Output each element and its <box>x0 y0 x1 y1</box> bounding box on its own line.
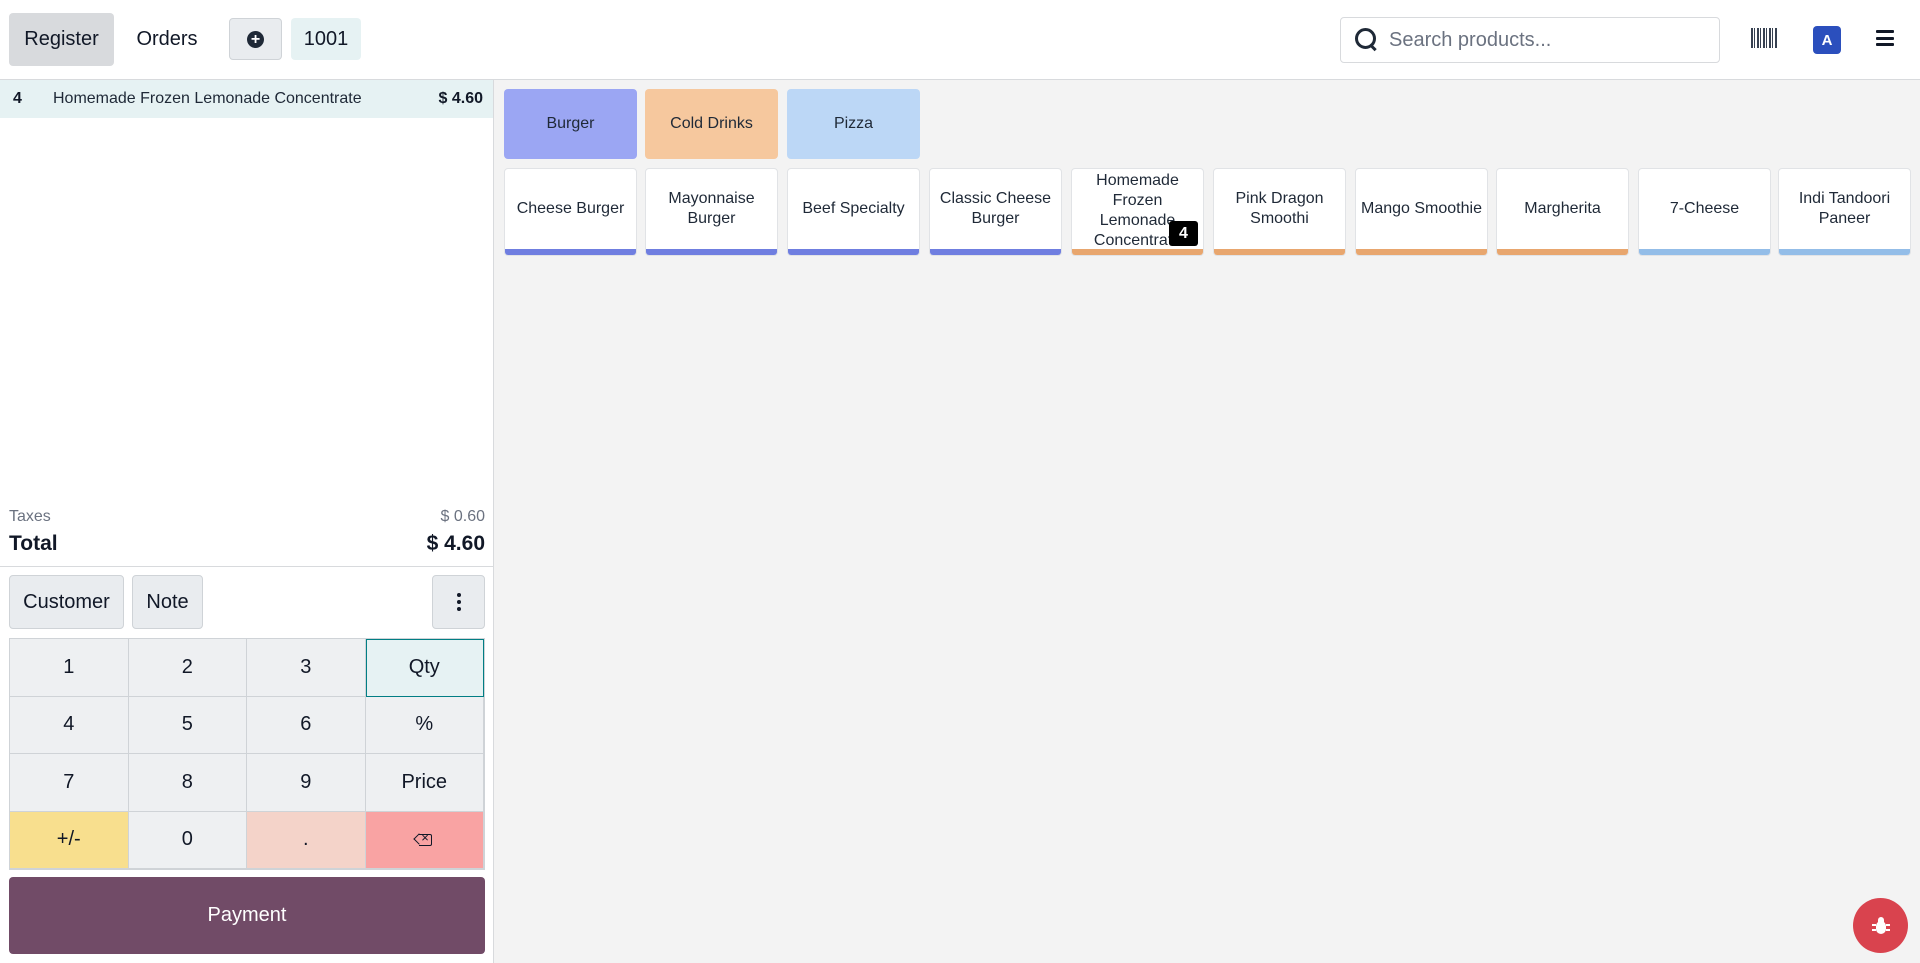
product-name: Indi Tandoori Paneer <box>1798 190 1891 227</box>
numpad-key-0[interactable]: 0 <box>128 811 247 869</box>
numpad-mode-qty[interactable]: Qty <box>365 639 484 697</box>
numpad-key-4[interactable]: 4 <box>10 696 129 754</box>
payment-button[interactable]: Payment <box>9 877 485 954</box>
order-line-name: Homemade Frozen Lemonade Concentrate <box>53 90 362 107</box>
numpad-key-9[interactable]: 9 <box>247 754 366 812</box>
orders-tab[interactable]: Orders <box>136 28 198 50</box>
taxes-value: $ 0.60 <box>440 508 485 525</box>
order-tab-1001[interactable]: 1001 <box>291 18 361 60</box>
category-pizza[interactable]: Pizza <box>787 89 920 159</box>
taxes-label: Taxes <box>9 508 51 525</box>
numpad-backspace-button[interactable] <box>365 811 484 869</box>
product-name: Mango Smoothie <box>1361 200 1482 217</box>
numpad-key-1[interactable]: 1 <box>10 639 129 697</box>
order-line-qty: 4 <box>13 90 22 107</box>
product-name: Margherita <box>1524 200 1601 217</box>
total-row: Total $ 4.60 <box>9 532 485 556</box>
product-card[interactable]: Cheese Burger <box>504 168 637 256</box>
top-navbar: Register Orders + 1001 A <box>0 0 1920 80</box>
product-card[interactable]: Homemade Frozen Lemonade Concentrate 4 <box>1071 168 1204 256</box>
product-name: Homemade Frozen Lemonade Concentrate <box>1093 172 1182 249</box>
numpad-mode-discount[interactable]: % <box>365 696 484 754</box>
taxes-row: Taxes $ 0.60 <box>9 508 485 526</box>
product-card[interactable]: Classic Cheese Burger <box>929 168 1062 256</box>
product-name: Pink Dragon Smoothi <box>1235 190 1324 227</box>
product-card[interactable]: Pink Dragon Smoothi <box>1213 168 1346 256</box>
numpad: 1 2 3 Qty 4 5 6 % 7 8 9 Price +/- 0 . <box>9 638 485 870</box>
debug-button[interactable] <box>1853 898 1908 953</box>
customer-button[interactable]: Customer <box>9 575 124 629</box>
product-card[interactable]: Indi Tandoori Paneer <box>1778 168 1911 256</box>
product-card[interactable]: 7-Cheese <box>1638 168 1771 256</box>
numpad-key-3[interactable]: 3 <box>247 639 366 697</box>
product-name: Cheese Burger <box>516 200 625 217</box>
kebab-menu-icon <box>456 593 461 611</box>
product-name: 7-Cheese <box>1669 200 1740 217</box>
product-card[interactable]: Mango Smoothie <box>1355 168 1488 256</box>
note-button[interactable]: Note <box>132 575 203 629</box>
order-line[interactable]: 4 Homemade Frozen Lemonade Concentrate $… <box>0 80 493 118</box>
numpad-key-6[interactable]: 6 <box>247 696 366 754</box>
user-avatar[interactable]: A <box>1813 26 1841 54</box>
product-name: Mayonnaise Burger <box>668 190 755 227</box>
product-card[interactable]: Beef Specialty <box>787 168 920 256</box>
numpad-key-sign[interactable]: +/- <box>10 811 129 869</box>
product-qty-badge: 4 <box>1169 221 1198 246</box>
barcode-icon[interactable] <box>1751 28 1777 48</box>
product-name: Classic Cheese Burger <box>939 190 1052 227</box>
numpad-key-7[interactable]: 7 <box>10 754 129 812</box>
new-order-button[interactable]: + <box>229 18 282 60</box>
hamburger-menu-icon[interactable] <box>1876 30 1894 46</box>
numpad-key-2[interactable]: 2 <box>128 639 247 697</box>
total-label: Total <box>9 532 58 555</box>
category-burger[interactable]: Burger <box>504 89 637 159</box>
more-actions-button[interactable] <box>432 575 485 629</box>
search-icon <box>1353 26 1381 54</box>
backspace-icon <box>413 830 433 846</box>
numpad-mode-price[interactable]: Price <box>365 754 484 812</box>
order-panel: 4 Homemade Frozen Lemonade Concentrate $… <box>0 80 494 963</box>
total-value: $ 4.60 <box>426 532 485 555</box>
divider <box>0 566 493 567</box>
product-card[interactable]: Mayonnaise Burger <box>645 168 778 256</box>
numpad-key-5[interactable]: 5 <box>128 696 247 754</box>
plus-circle-icon: + <box>247 30 264 48</box>
numpad-key-decimal[interactable]: . <box>247 811 366 869</box>
order-line-price: $ 4.60 <box>438 90 483 107</box>
category-cold-drinks[interactable]: Cold Drinks <box>645 89 778 159</box>
bug-icon <box>1871 916 1890 935</box>
numpad-key-8[interactable]: 8 <box>128 754 247 812</box>
register-tab[interactable]: Register <box>9 13 114 66</box>
product-card[interactable]: Margherita <box>1496 168 1629 256</box>
search-input[interactable] <box>1389 28 1709 52</box>
product-name: Beef Specialty <box>802 200 905 217</box>
search-box[interactable] <box>1340 17 1720 63</box>
